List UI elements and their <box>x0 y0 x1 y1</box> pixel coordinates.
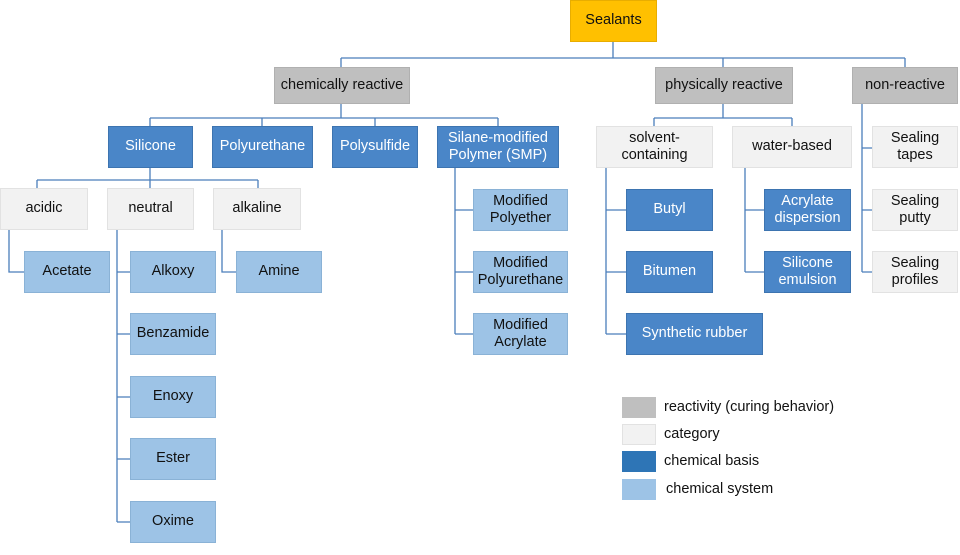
legend-label-category: category <box>664 426 720 442</box>
node-benzamide: Benzamide <box>130 313 216 355</box>
node-smp: Silane-modified Polymer (SMP) <box>437 126 559 168</box>
node-bitumen: Bitumen <box>626 251 713 293</box>
node-neutral: neutral <box>107 188 194 230</box>
node-label: Polyurethane <box>219 138 306 155</box>
node-label: Silicone emulsion <box>778 254 837 288</box>
legend-swatch-chemical-basis <box>622 451 656 472</box>
legend-label-chemical-basis: chemical basis <box>664 453 760 469</box>
node-silicone: Silicone <box>108 126 193 168</box>
node-label: Acetate <box>42 263 92 280</box>
node-silicone-emulsion: Silicone emulsion <box>764 251 851 293</box>
node-label: Benzamide <box>136 325 210 342</box>
node-label: physically reactive <box>665 76 783 93</box>
node-alkaline: alkaline <box>213 188 301 230</box>
legend-swatch-reactivity <box>622 397 656 418</box>
node-oxime: Oxime <box>130 501 216 543</box>
node-label: Acrylate dispersion <box>774 192 841 226</box>
node-chemically-reactive: chemically reactive <box>274 67 410 104</box>
node-label: Sealing putty <box>890 192 940 226</box>
node-enoxy: Enoxy <box>130 376 216 418</box>
legend-label-reactivity: reactivity (curing behavior) <box>664 399 835 415</box>
node-label: Synthetic rubber <box>641 325 748 342</box>
node-polyurethane: Polyurethane <box>212 126 313 168</box>
root-label: Sealants <box>585 12 642 29</box>
node-label: neutral <box>128 200 173 217</box>
root-node-sealants: Sealants <box>570 0 657 42</box>
node-ester: Ester <box>130 438 216 480</box>
legend-swatch-chemical-system <box>622 479 656 500</box>
node-label: Polysulfide <box>339 138 411 155</box>
node-label: Butyl <box>653 201 686 218</box>
node-label: Modified Polyether <box>489 192 552 226</box>
node-butyl: Butyl <box>626 189 713 231</box>
legend-swatch-category <box>622 424 656 445</box>
node-label: Oxime <box>152 513 194 530</box>
node-modified-polyether: Modified Polyether <box>473 189 568 231</box>
node-label: Alkoxy <box>151 263 195 280</box>
node-sealing-putty: Sealing putty <box>872 189 958 231</box>
node-label: solvent-containing <box>621 129 688 163</box>
node-label: Ester <box>156 450 190 467</box>
node-label: acidic <box>25 200 63 217</box>
node-acrylate-dispersion: Acrylate dispersion <box>764 189 851 231</box>
node-amine: Amine <box>236 251 322 293</box>
node-label: Silane-modified Polymer (SMP) <box>448 129 548 163</box>
node-non-reactive: non-reactive <box>852 67 958 104</box>
node-label: Sealing profiles <box>890 254 940 288</box>
legend-label-chemical-system: chemical system <box>666 481 774 497</box>
node-label: alkaline <box>232 200 282 217</box>
node-alkoxy: Alkoxy <box>130 251 216 293</box>
node-polysulfide: Polysulfide <box>332 126 418 168</box>
node-modified-polyurethane: Modified Polyurethane <box>473 251 568 293</box>
node-label: Enoxy <box>152 388 194 405</box>
node-label: Bitumen <box>642 263 697 280</box>
node-synthetic-rubber: Synthetic rubber <box>626 313 763 355</box>
node-label: Modified Polyurethane <box>477 254 564 288</box>
node-modified-acrylate: Modified Acrylate <box>473 313 568 355</box>
node-solvent-containing: solvent-containing <box>596 126 713 168</box>
node-label: chemically reactive <box>280 76 404 93</box>
node-water-based: water-based <box>732 126 852 168</box>
node-label: Modified Acrylate <box>493 316 548 350</box>
node-label: non-reactive <box>865 76 945 93</box>
node-sealing-profiles: Sealing profiles <box>872 251 958 293</box>
node-label: Sealing tapes <box>890 129 940 163</box>
node-physically-reactive: physically reactive <box>655 67 793 104</box>
node-acetate: Acetate <box>24 251 110 293</box>
node-sealing-tapes: Sealing tapes <box>872 126 958 168</box>
node-label: Amine <box>258 263 300 280</box>
node-label: Silicone <box>125 138 176 155</box>
node-label: water-based <box>752 138 832 155</box>
node-acidic: acidic <box>0 188 88 230</box>
